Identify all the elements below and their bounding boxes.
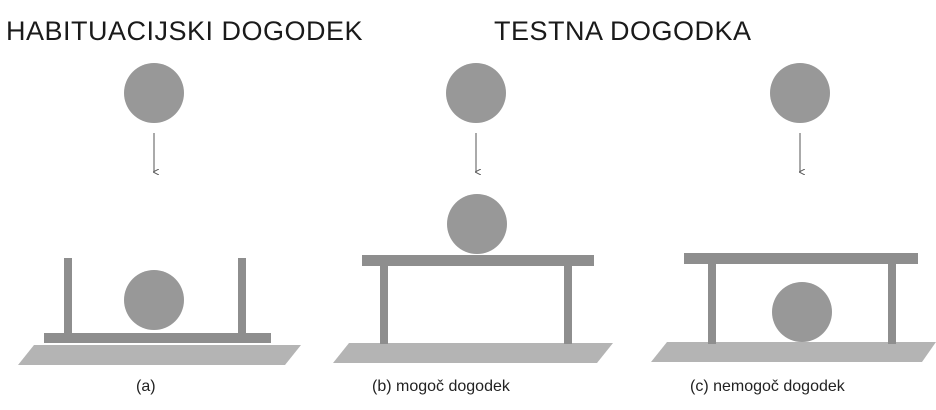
caption-b: (b) mogoč dogodek <box>372 378 510 395</box>
table-leg-right-b <box>564 264 572 344</box>
caption-c: (c) nemogoč dogodek <box>690 378 845 395</box>
caption-a: (a) <box>136 378 156 395</box>
falling-ball-a <box>124 63 184 123</box>
ball-under-a <box>124 270 184 330</box>
table-leg-left-c <box>708 262 716 344</box>
habituation-event-heading: HABITUACIJSKI DOGODEK <box>6 16 364 46</box>
table-leg-right-c <box>888 262 896 344</box>
panel-a <box>18 63 301 365</box>
ball-on-table-b <box>447 194 507 254</box>
ball-under-c <box>772 282 832 342</box>
ground-a <box>18 345 301 365</box>
ground-c <box>651 342 936 362</box>
ground-b <box>333 343 613 363</box>
falling-ball-b <box>446 63 506 123</box>
table-leg-right-a <box>238 258 246 334</box>
panel-c <box>651 63 936 362</box>
panel-b <box>333 63 613 363</box>
table-top-c <box>684 253 918 264</box>
test-events-heading: TESTNA DOGODKA <box>494 16 752 46</box>
table-top-a <box>44 333 271 343</box>
table-top-b <box>362 255 594 266</box>
falling-ball-c <box>770 63 830 123</box>
table-leg-left-a <box>64 258 72 334</box>
table-leg-left-b <box>380 264 388 344</box>
